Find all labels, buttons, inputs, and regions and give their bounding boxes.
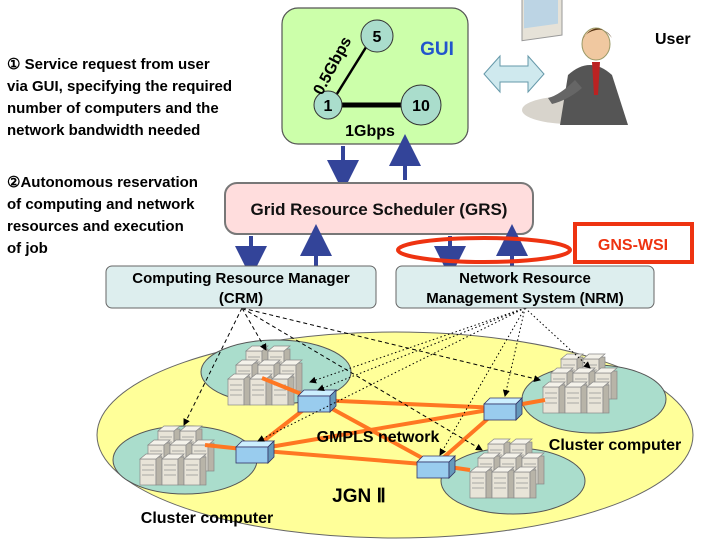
crm-line1: Computing Resource Manager xyxy=(132,270,350,287)
crm-box xyxy=(105,265,377,309)
step1-line: network bandwidth needed xyxy=(7,122,201,139)
switch-icon xyxy=(483,397,523,421)
grs-box xyxy=(224,182,534,235)
gns-wsi-box xyxy=(573,222,694,264)
gns-wsi-label: GNS-WSI xyxy=(598,237,668,254)
step2-line: resources and execution xyxy=(7,218,184,235)
gui-node-1[interactable] xyxy=(313,90,343,120)
step2-line: of computing and network xyxy=(7,196,195,213)
nrm-line2: Management System (NRM) xyxy=(426,290,624,307)
cluster-label-bottom: Cluster computer xyxy=(141,510,273,527)
link-1-label: 1Gbps xyxy=(345,123,395,140)
user-label: User xyxy=(655,31,691,48)
gns-wsi-highlight xyxy=(396,236,572,264)
step2-line: of job xyxy=(7,240,48,257)
gui-node-5-label: 5 xyxy=(373,29,382,46)
jgn-label: JGN Ⅱ xyxy=(332,486,386,507)
crm-line2: (CRM) xyxy=(219,290,263,307)
user-icon xyxy=(521,0,628,125)
step1-line: number of computers and the xyxy=(7,100,219,117)
grs-label: Grid Resource Scheduler (GRS) xyxy=(251,200,508,219)
switch-icon xyxy=(297,389,337,413)
gui-label: GUI xyxy=(420,39,454,60)
gui-node-10-label: 10 xyxy=(412,98,430,115)
gmpls-label: GMPLS network xyxy=(317,429,440,446)
switch-icon xyxy=(235,440,275,464)
gui-node-1-label: 1 xyxy=(324,98,333,115)
nrm-control-lines xyxy=(257,307,591,456)
step1-text: ① Service request from user via GUI, spe… xyxy=(7,54,277,142)
step2-line: ②Autonomous reservation xyxy=(7,174,198,191)
nrm-line1: Network Resource xyxy=(459,270,591,287)
gui-node-10[interactable] xyxy=(400,84,442,126)
nrm-box xyxy=(395,265,655,309)
step1-line: ① Service request from user xyxy=(7,56,210,73)
step2-text: ②Autonomous reservation of computing and… xyxy=(7,172,237,260)
double-arrow-icon xyxy=(483,54,545,94)
gui-node-5[interactable] xyxy=(360,19,394,53)
step1-line: via GUI, specifying the required xyxy=(7,78,233,95)
cluster-label-right: Cluster computer xyxy=(549,437,681,454)
switch-icon xyxy=(416,455,456,479)
